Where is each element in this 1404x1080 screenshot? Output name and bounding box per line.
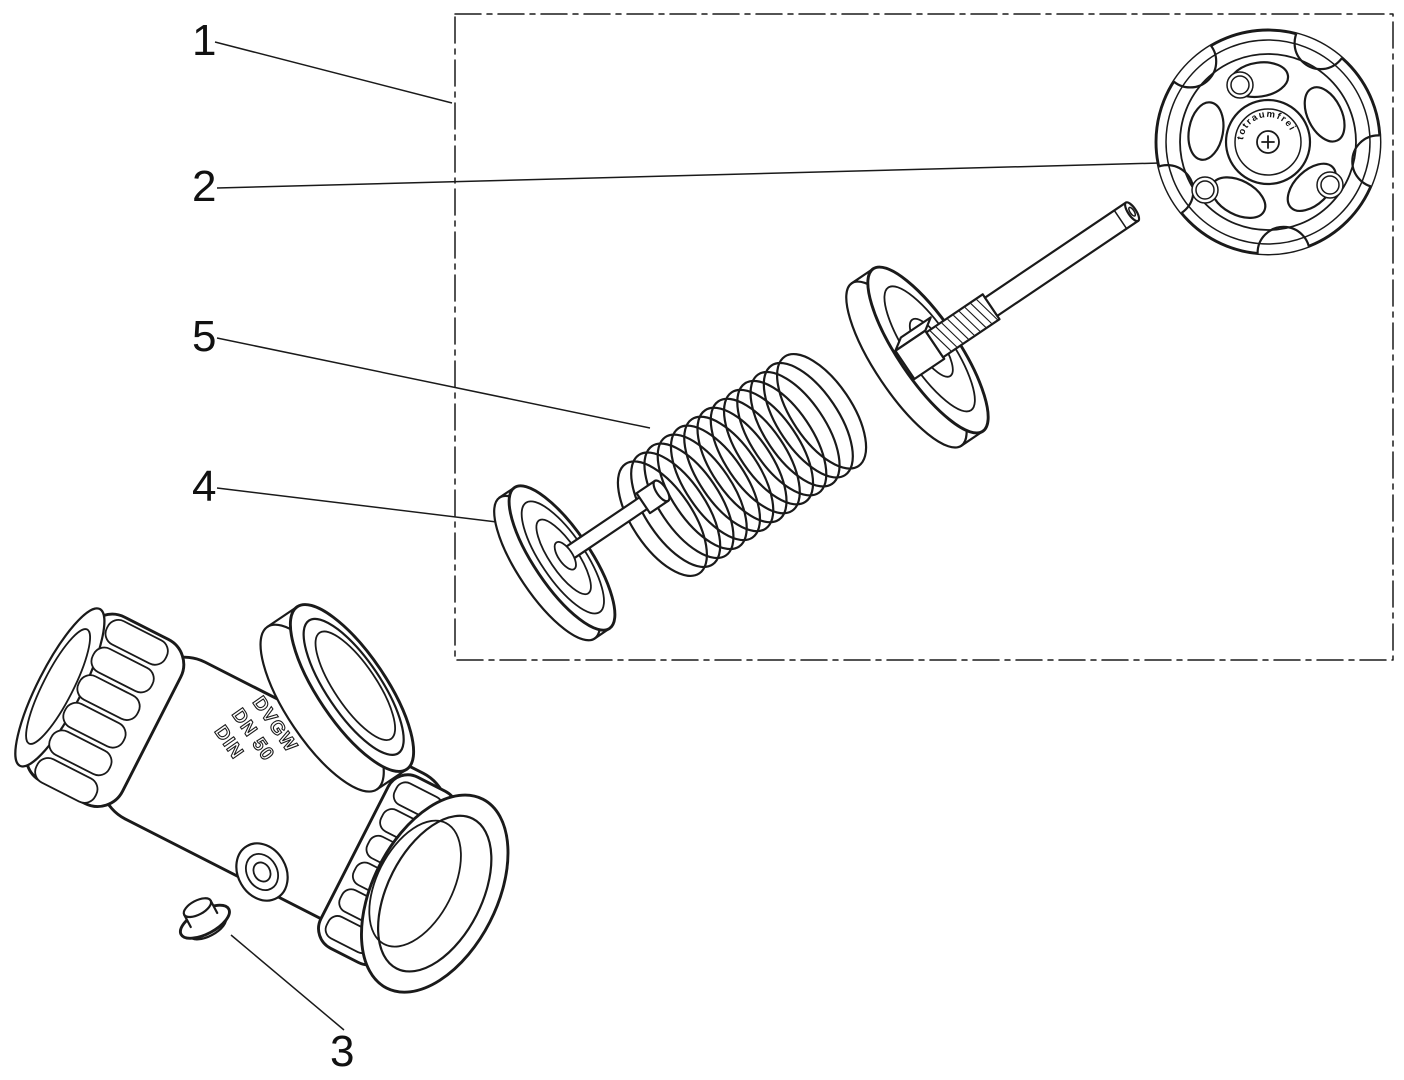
valve-body: DVGW DN 50 DIN [14, 603, 510, 994]
callout-4: 4 [192, 462, 216, 511]
spindle-rod [983, 201, 1140, 317]
handwheel-logo-medallions [1191, 71, 1344, 204]
inlet-grip-flutes [34, 619, 169, 804]
leader-line-4 [216, 487, 506, 524]
inlet-coupling [14, 607, 186, 808]
callout-5: 5 [192, 312, 216, 361]
assembly-boundary-frame [454, 13, 1394, 661]
drain-plug [178, 897, 231, 941]
spring [616, 352, 868, 578]
callout-3: 3 [330, 1027, 354, 1076]
callout-2: 2 [192, 162, 216, 211]
leader-line-5 [216, 337, 651, 429]
leader-line-3 [230, 934, 345, 1031]
callout-1: 1 [192, 16, 216, 65]
valve-disc [493, 479, 671, 642]
drain-plug-cap [182, 897, 213, 919]
spindle [894, 201, 1141, 381]
handwheel: totraumfrei [1154, 28, 1382, 256]
leader-line-2 [216, 162, 1161, 189]
bonnet-port [259, 603, 416, 793]
leader-line-1 [214, 41, 453, 104]
drain-boss [235, 842, 289, 902]
outlet-bore-rim [360, 793, 510, 994]
outlet-coupling [317, 773, 510, 994]
spindle-tip [1123, 201, 1141, 223]
